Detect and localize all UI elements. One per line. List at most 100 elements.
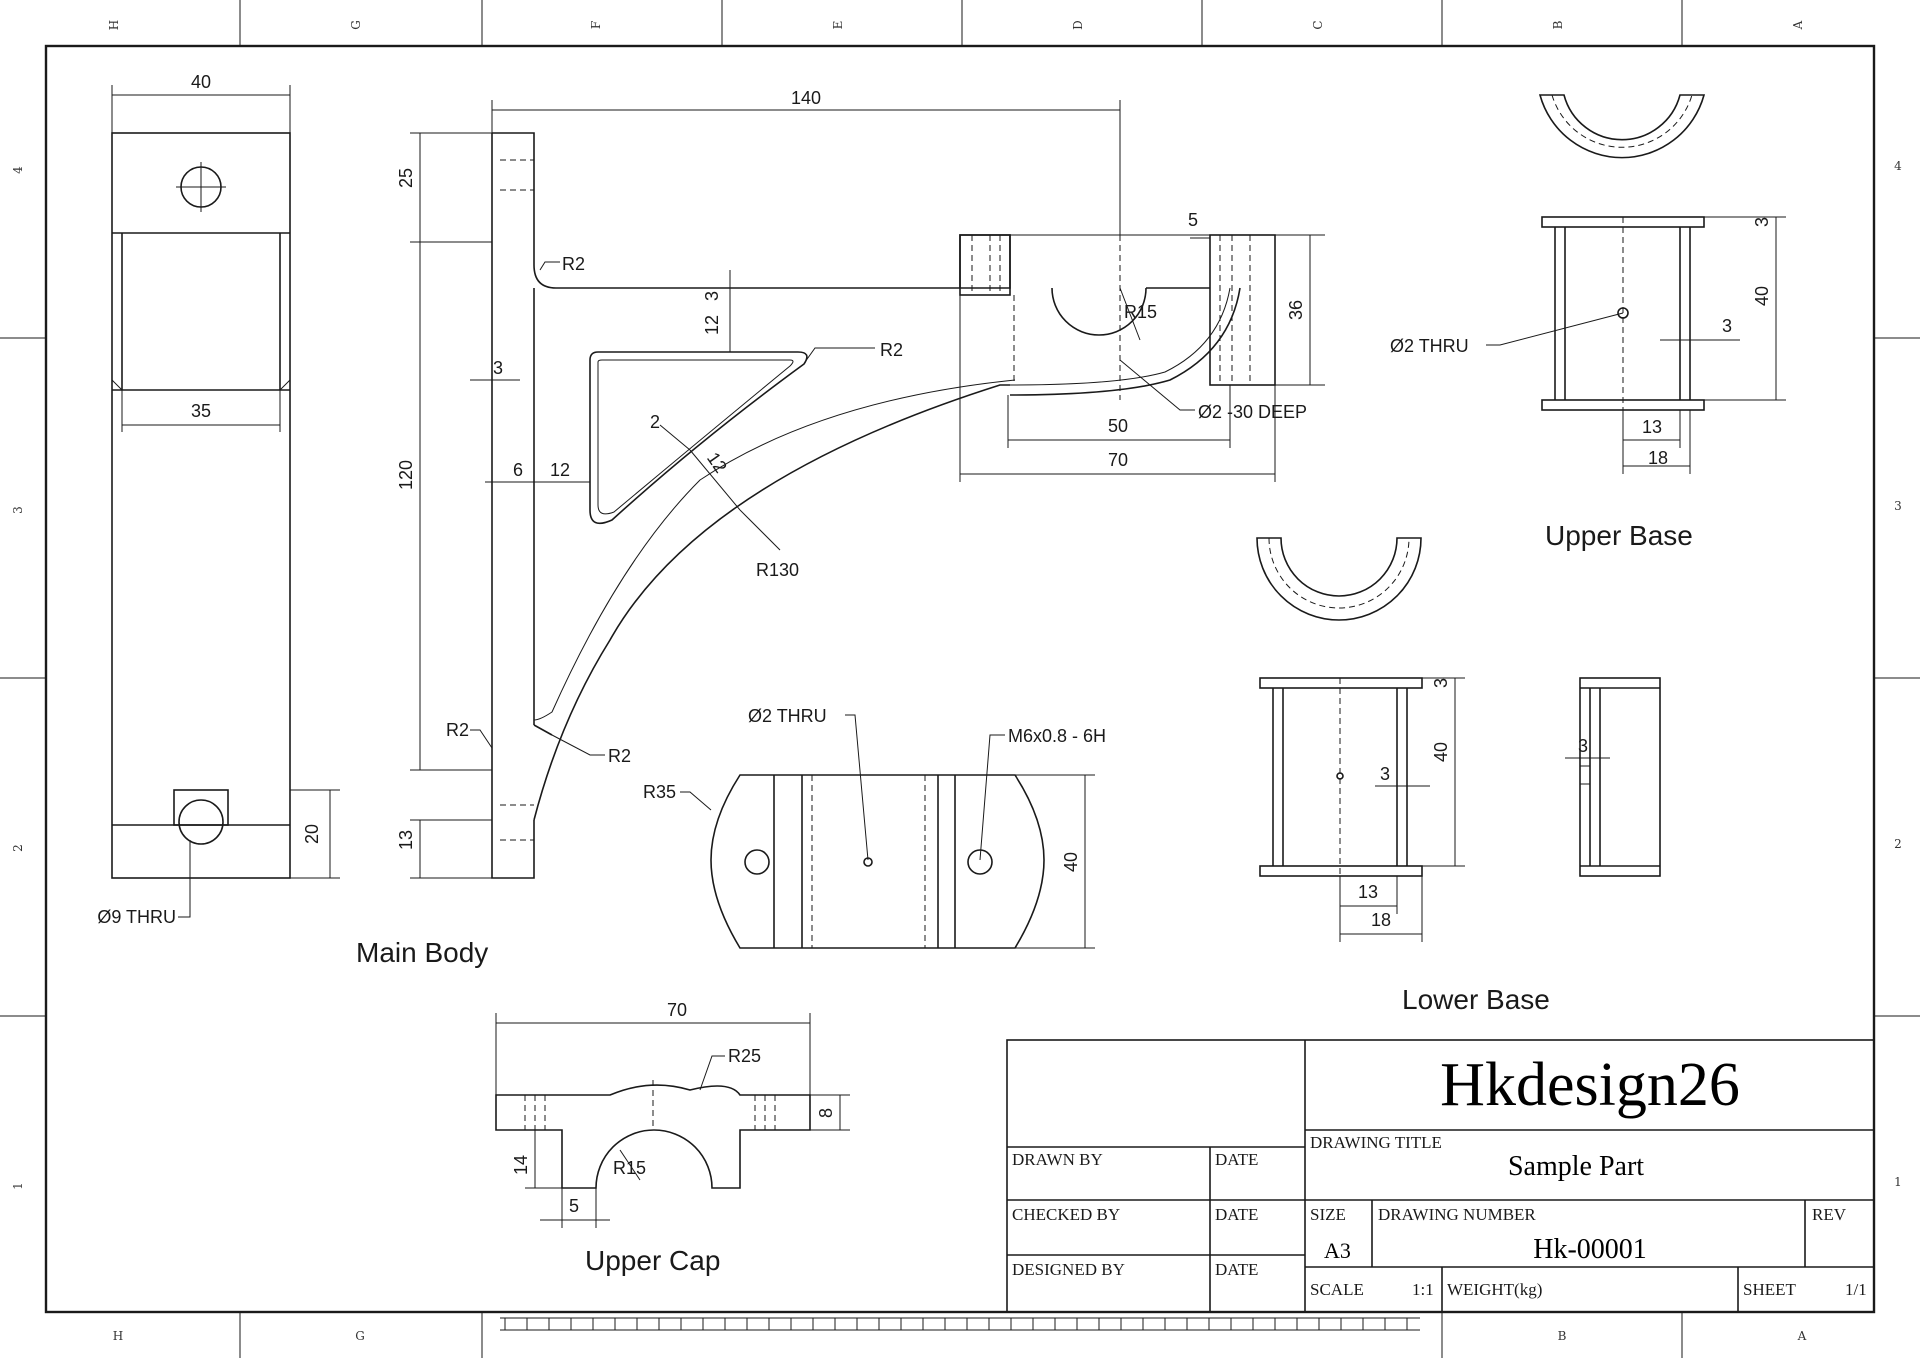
date-label-1: DATE — [1215, 1150, 1258, 1169]
lower-base-views — [1256, 537, 1661, 877]
label-r2-d: R2 — [608, 746, 631, 766]
main-body-front-view — [491, 132, 1276, 879]
dim-40-c: 40 — [1752, 286, 1772, 306]
zone-right-1: 1 — [1894, 1175, 1902, 1189]
label-r25: R25 — [728, 1046, 761, 1066]
dim-2: 2 — [650, 412, 660, 432]
size-value: A3 — [1324, 1238, 1351, 1263]
company-name: Hkdesign26 — [1440, 1051, 1740, 1119]
zone-top-f: F — [589, 21, 603, 29]
dim-70-b: 70 — [667, 1000, 687, 1020]
main-body-front-dims: 140 25 120 13 R2 R2 R2 R2 3 12 3 6 12 2 … — [396, 88, 1325, 879]
dim-3-g: 3 — [1578, 736, 1588, 756]
designed-by-label: DESIGNED BY — [1012, 1260, 1125, 1279]
note-m6-thread: M6x0.8 - 6H — [1008, 726, 1106, 746]
zone-left-3: 3 — [11, 506, 25, 514]
checked-by-label: CHECKED BY — [1012, 1205, 1120, 1224]
label-r130: R130 — [756, 560, 799, 580]
dim-50: 50 — [1108, 416, 1128, 436]
dim-6: 6 — [513, 460, 523, 480]
dim-70-a: 70 — [1108, 450, 1128, 470]
dim-3-b: 3 — [493, 358, 503, 378]
dim-3-d: 3 — [1722, 316, 1732, 336]
drawing-title-label: DRAWING TITLE — [1310, 1133, 1442, 1152]
dim-40-side: 40 — [191, 72, 211, 92]
zone-bottom-b: B — [1558, 1329, 1567, 1343]
zone-top-e: E — [831, 21, 845, 30]
drawing-number-label: DRAWING NUMBER — [1378, 1205, 1536, 1224]
dim-140: 140 — [791, 88, 821, 108]
drawn-by-label: DRAWN BY — [1012, 1150, 1103, 1169]
zone-bottom-g: G — [355, 1329, 365, 1343]
title-block — [1006, 1039, 1875, 1313]
main-body-top-view — [710, 774, 1045, 949]
zone-right-2: 2 — [1894, 837, 1902, 851]
upper-base-dims: 3 40 3 Ø2 THRU 13 18 — [1390, 216, 1786, 474]
dim-40-d: 40 — [1431, 742, 1451, 762]
dim-12-a: 12 — [702, 315, 722, 335]
dim-8: 8 — [816, 1108, 836, 1118]
weight-label: WEIGHT(kg) — [1447, 1280, 1542, 1299]
lower-base-dims: 3 40 3 13 18 3 — [1339, 677, 1610, 942]
upper-cap-view — [495, 1080, 811, 1189]
dim-36: 36 — [1286, 300, 1306, 320]
dim-25: 25 — [396, 168, 416, 188]
zone-labels: H G F E D C B A H G B A 4 3 2 1 4 3 2 1 — [11, 20, 1902, 1343]
view-label-upper-cap: Upper Cap — [585, 1245, 720, 1276]
zone-top-h: H — [107, 20, 121, 30]
dim-40-b: 40 — [1061, 852, 1081, 872]
view-label-main-body: Main Body — [356, 937, 488, 968]
dim-13-left: 13 — [396, 830, 416, 850]
dim-3-c: 3 — [1752, 217, 1772, 227]
label-r2-a: R2 — [562, 254, 585, 274]
scale-value: 1:1 — [1412, 1280, 1434, 1299]
zone-top-b: B — [1551, 20, 1565, 29]
zone-left-4: 4 — [11, 166, 25, 174]
scale-label: SCALE — [1310, 1280, 1364, 1299]
sheet-value: 1/1 — [1845, 1280, 1867, 1299]
label-r35: R35 — [643, 782, 676, 802]
zone-right-4: 4 — [1894, 159, 1902, 173]
dim-3-f: 3 — [1380, 764, 1390, 784]
ruler-ticks — [504, 1318, 1408, 1330]
dim-120: 120 — [396, 460, 416, 490]
date-label-2: DATE — [1215, 1205, 1258, 1224]
view-label-upper-base: Upper Base — [1545, 520, 1693, 551]
note-hole-9-thru: Ø9 THRU — [97, 907, 176, 927]
dim-20: 20 — [302, 824, 322, 844]
drawing-title: Sample Part — [1508, 1151, 1644, 1182]
dim-18-b: 18 — [1371, 910, 1391, 930]
main-body-side-dims: 40 35 20 Ø9 THRU — [97, 72, 340, 927]
rev-label: REV — [1812, 1205, 1847, 1224]
zone-top-d: D — [1071, 20, 1085, 30]
size-label: SIZE — [1310, 1205, 1346, 1224]
zone-left-2: 2 — [11, 844, 25, 852]
upper-base-views — [1538, 94, 1706, 411]
dim-12-c: 12 — [703, 449, 731, 477]
dim-35: 35 — [191, 401, 211, 421]
dim-5-a: 5 — [1188, 210, 1198, 230]
main-body-top-dims: R35 Ø2 THRU M6x0.8 - 6H 40 — [643, 706, 1106, 949]
label-r15-b: R15 — [613, 1158, 646, 1178]
label-r15-a: R15 — [1124, 302, 1157, 322]
zone-right-3: 3 — [1894, 499, 1902, 513]
dim-5-b: 5 — [569, 1196, 579, 1216]
sheet-label: SHEET — [1743, 1280, 1797, 1299]
upper-cap-dims: 70 R25 8 14 R15 5 — [495, 1000, 850, 1228]
dim-18-a: 18 — [1648, 448, 1668, 468]
zone-bottom-a: A — [1797, 1329, 1807, 1343]
label-r2-c: R2 — [446, 720, 469, 740]
title-block-text: Hkdesign26 DRAWING TITLE Sample Part DRA… — [1012, 1051, 1867, 1299]
zone-top-a: A — [1791, 20, 1805, 30]
dim-13-a: 13 — [1642, 417, 1662, 437]
zone-left-1: 1 — [11, 1182, 25, 1190]
zone-bottom-h: H — [113, 1329, 123, 1343]
dim-12-b: 12 — [550, 460, 570, 480]
note-2-30-deep: Ø2 -30 DEEP — [1198, 402, 1307, 422]
view-label-lower-base: Lower Base — [1402, 984, 1550, 1015]
dim-3-e: 3 — [1431, 678, 1451, 688]
dim-3-a: 3 — [702, 291, 722, 301]
note-2-thru-a: Ø2 THRU — [748, 706, 827, 726]
